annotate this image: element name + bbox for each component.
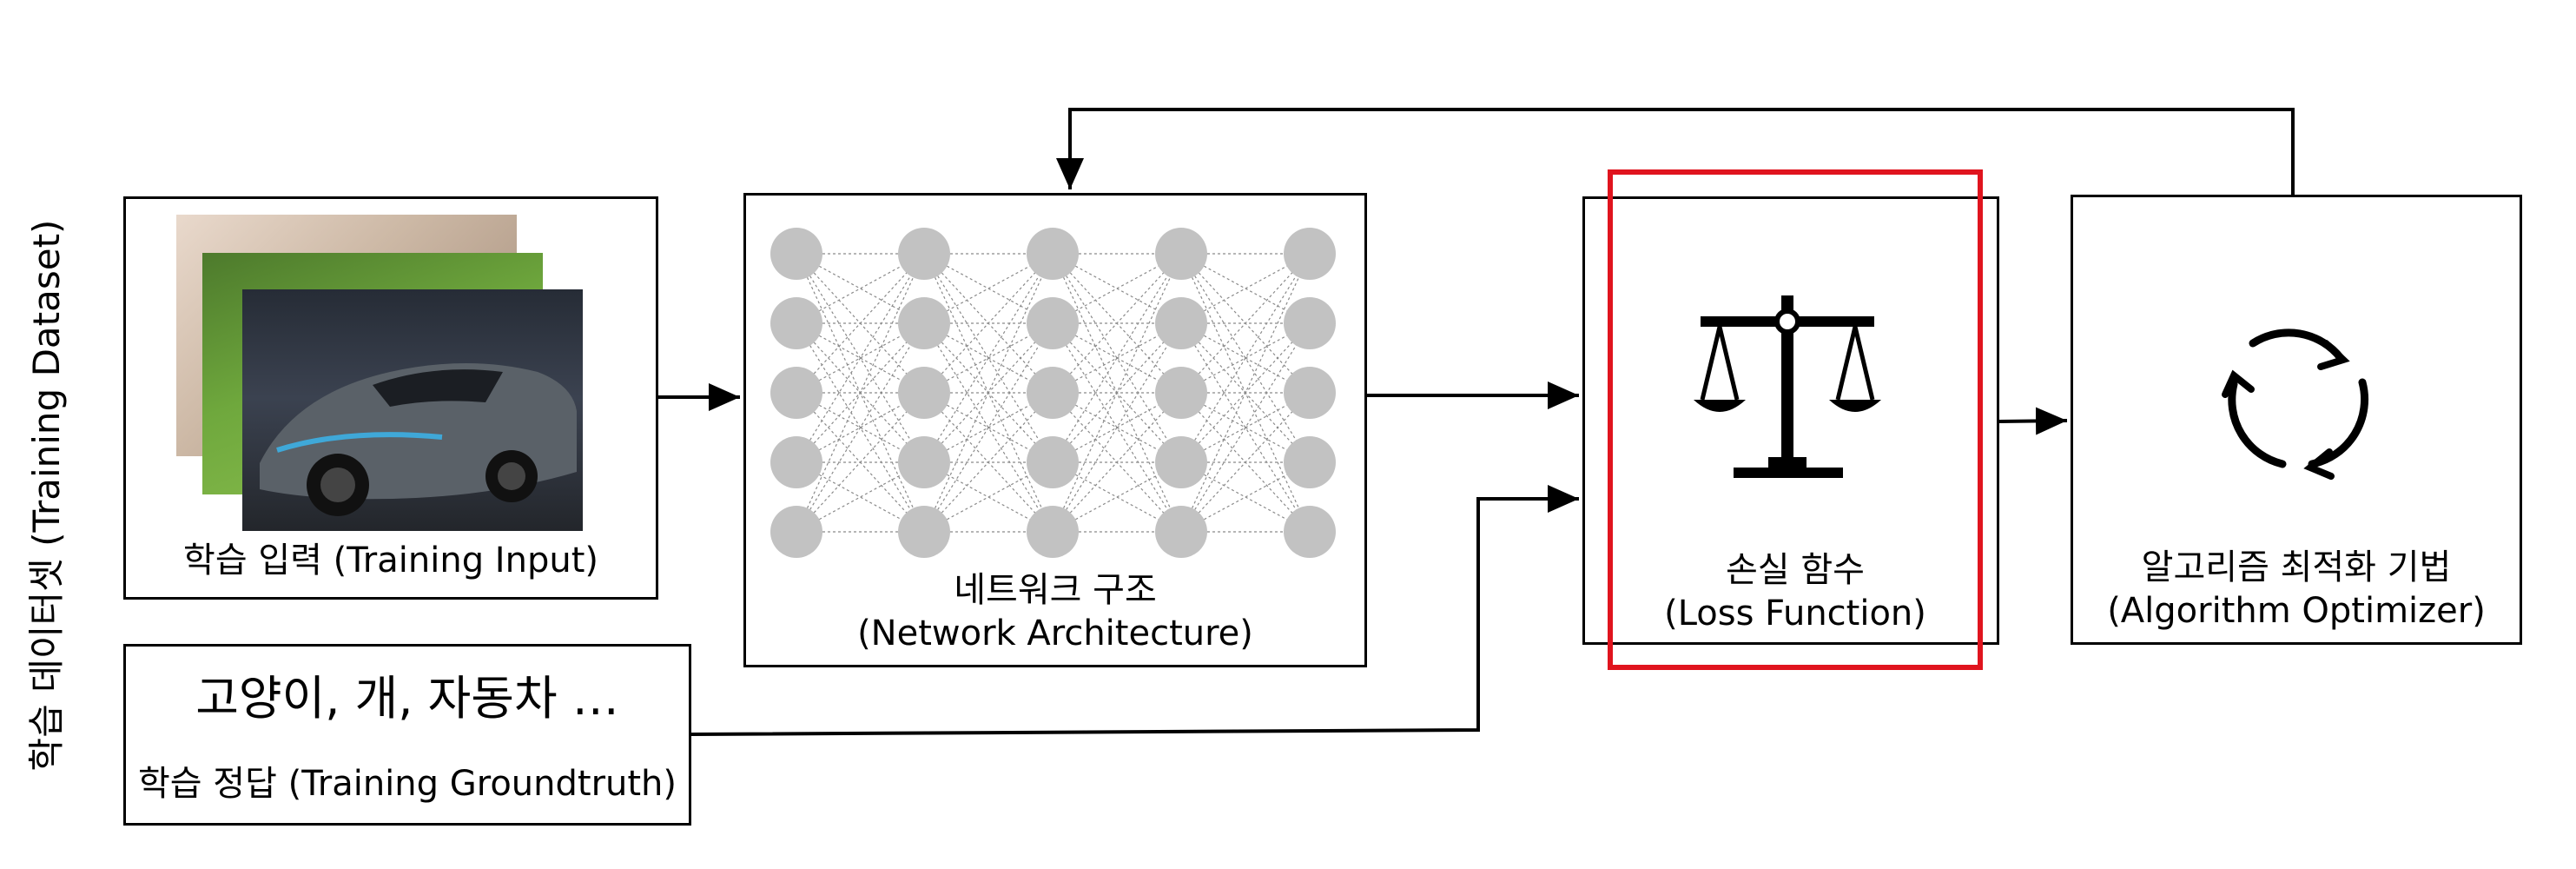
network-edge <box>1052 253 1182 533</box>
network-edge <box>1052 392 1182 533</box>
network-node <box>770 367 822 419</box>
arrow-groundtruth-to-loss <box>690 485 1579 736</box>
network-edge <box>1052 253 1182 463</box>
cycle-arrows-icon <box>2222 328 2369 480</box>
network-edge <box>1052 253 1182 394</box>
network-node <box>770 297 822 349</box>
network-edge <box>796 253 925 463</box>
groundtruth-classes: 고양이, 개, 자동차 … <box>195 671 619 726</box>
network-node <box>770 436 822 488</box>
network-nodes <box>770 228 1336 558</box>
network-node <box>1155 297 1207 349</box>
network-node <box>1155 506 1207 558</box>
network-node <box>1155 436 1207 488</box>
network-edge <box>1180 253 1311 394</box>
network-node <box>1027 297 1079 349</box>
training-input-label: 학습 입력 (Training Input) <box>183 541 598 580</box>
loss-label-ko: 손실 함수 <box>1726 550 1865 590</box>
network-node <box>1027 367 1079 419</box>
balance-scale-icon <box>1694 295 1881 478</box>
network-node <box>898 436 950 488</box>
loss-highlight-frame <box>1608 169 1983 670</box>
network-node <box>1027 228 1079 280</box>
network-node <box>1284 228 1336 280</box>
network-node <box>1284 436 1336 488</box>
feedback-arrow <box>1056 108 2295 195</box>
loss-label-en: (Loss Function) <box>1664 594 1926 634</box>
network-edge <box>923 392 1054 533</box>
network-edge <box>923 322 1054 533</box>
network-edge <box>923 253 1054 463</box>
network-edge <box>796 253 925 533</box>
network-edge <box>1052 322 1182 533</box>
network-node <box>770 228 822 280</box>
network-node <box>898 228 950 280</box>
network-edge <box>1180 322 1311 533</box>
network-label-ko: 네트워크 구조 <box>954 570 1157 610</box>
training-groundtruth-box: 고양이, 개, 자동차 … 학습 정답 (Training Groundtrut… <box>123 644 691 826</box>
network-node <box>1155 228 1207 280</box>
network-node <box>770 506 822 558</box>
network-edge <box>796 322 925 533</box>
network-node <box>1155 367 1207 419</box>
network-label-en: (Network Architecture) <box>857 614 1253 653</box>
network-node <box>1027 436 1079 488</box>
network-node <box>898 297 950 349</box>
network-node <box>1284 506 1336 558</box>
network-node <box>1284 367 1336 419</box>
network-edge <box>1180 392 1311 533</box>
optimizer-label-ko: 알고리즘 최적화 기법 <box>2141 547 2452 587</box>
network-node <box>898 367 950 419</box>
optimizer-label-en: (Algorithm Optimizer) <box>2107 591 2486 631</box>
network-edge <box>1180 253 1311 533</box>
algorithm-optimizer-box: 알고리즘 최적화 기법 (Algorithm Optimizer) <box>2071 195 2522 645</box>
network-node <box>1284 297 1336 349</box>
network-node <box>898 506 950 558</box>
network-edge <box>796 392 925 533</box>
network-node <box>1027 506 1079 558</box>
car-image <box>242 289 583 531</box>
groundtruth-label: 학습 정답 (Training Groundtruth) <box>137 764 677 804</box>
training-input-box: 학습 입력 (Training Input) <box>123 196 658 600</box>
network-edge <box>923 253 1054 533</box>
network-edge <box>1180 253 1311 463</box>
network-edge <box>796 253 925 394</box>
network-edge <box>923 253 1054 394</box>
